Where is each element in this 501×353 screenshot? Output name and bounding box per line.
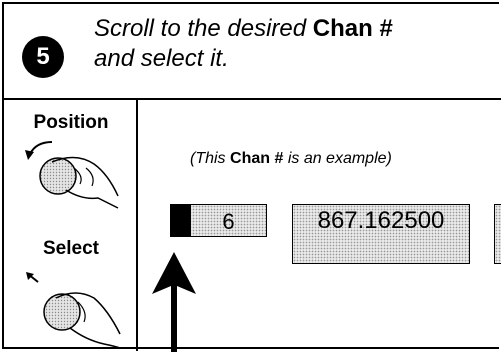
instruction-header: 5 Scroll to the desired Chan # and selec… bbox=[4, 4, 501, 100]
instruction-line1-bold: Chan # bbox=[312, 15, 393, 42]
example-suffix: is an example) bbox=[287, 150, 392, 167]
up-arrow-icon bbox=[152, 252, 196, 352]
channel-number-field: 6 bbox=[170, 204, 267, 237]
channel-number-value: 6 bbox=[222, 209, 235, 234]
example-bold: Chan # bbox=[230, 150, 284, 167]
select-label: Select bbox=[43, 238, 99, 259]
instruction-line1-prefix: Scroll to the desired bbox=[94, 15, 307, 42]
example-prefix: (This bbox=[190, 150, 226, 167]
controls-sidebar: Position Select bbox=[4, 98, 138, 351]
frequency-value: 867.162500 bbox=[317, 207, 445, 234]
knob-rotate-icon bbox=[25, 141, 119, 209]
frequency-field: 867.162500 bbox=[292, 204, 470, 264]
step-badge: 5 bbox=[22, 36, 64, 78]
position-label: Position bbox=[33, 112, 109, 133]
example-note: (This Chan # is an example) bbox=[190, 150, 392, 168]
step-number: 5 bbox=[36, 43, 50, 70]
instruction-line2: and select it. bbox=[94, 45, 229, 72]
next-field bbox=[494, 204, 501, 264]
cursor-block bbox=[171, 205, 191, 236]
display-area: (This Chan # is an example) 6 867.162500 bbox=[138, 98, 501, 352]
knob-press-icon bbox=[26, 272, 121, 349]
instruction-text: Scroll to the desired Chan # and select … bbox=[94, 14, 494, 74]
